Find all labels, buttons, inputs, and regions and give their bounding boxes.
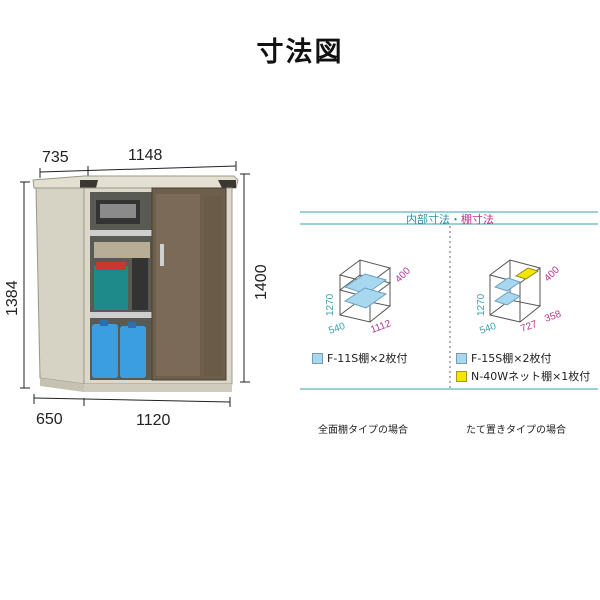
- interior-diagram-vertical: [488, 259, 542, 323]
- door-handle: [160, 244, 164, 266]
- top-depth-label: 735: [42, 149, 69, 166]
- right-shelf-depth-label: 400: [542, 264, 562, 284]
- interior-shelf: [90, 230, 152, 236]
- water-tank-cap: [128, 322, 136, 328]
- legend-label: F-11S棚×2枚付: [327, 352, 408, 365]
- legend-item: F-15S棚×2枚付: [456, 350, 552, 366]
- storage-box: [94, 242, 150, 258]
- yellow-swatch-icon: [456, 370, 467, 382]
- top-width-label: 1148: [128, 147, 163, 164]
- shelf-board: [493, 277, 522, 292]
- legend-item: F-11S棚×2枚付: [312, 350, 408, 366]
- water-tank: [92, 324, 118, 378]
- storage-shed-illustration: [32, 175, 239, 392]
- left-height-label: 1270: [325, 293, 336, 316]
- right-caption: たて置きタイプの場合: [466, 425, 566, 436]
- legend-label: F-15S棚×2枚付: [471, 352, 552, 365]
- storage-bin: [94, 266, 128, 310]
- left-height-label: 1384: [4, 280, 21, 316]
- legend-item: N-40Wネット棚×1枚付: [456, 368, 590, 384]
- right-width-b-label: 358: [543, 309, 563, 325]
- shed-roof: [32, 175, 239, 189]
- storage-bin-lid: [96, 262, 126, 270]
- roof-corner: [218, 180, 236, 188]
- shelf-board: [343, 287, 388, 309]
- toolbox-item: [100, 204, 136, 218]
- roof-corner: [80, 180, 98, 188]
- left-shelf-depth-label: 400: [393, 265, 413, 285]
- blue-swatch-icon: [312, 352, 323, 364]
- heading-separator: ・: [450, 213, 461, 226]
- right-height-label: 1270: [476, 293, 487, 316]
- shed-base: [84, 384, 232, 392]
- legend-label: N-40Wネット棚×1枚付: [471, 370, 591, 383]
- storage-item: [132, 258, 148, 310]
- shelf-board: [493, 291, 522, 306]
- shed-base: [40, 378, 84, 392]
- bottom-width-label: 1120: [136, 412, 171, 429]
- panel-header: 内部寸法・棚寸法: [300, 211, 600, 227]
- dimension-lines: [20, 161, 250, 407]
- right-depth-label: 540: [478, 321, 498, 337]
- water-tank-cap: [100, 320, 108, 326]
- shed-side-panel: [35, 187, 85, 385]
- water-tank: [120, 326, 146, 378]
- right-width-a-label: 727: [519, 319, 539, 335]
- bottom-depth-label: 650: [36, 411, 63, 428]
- door-panel: [156, 194, 200, 376]
- internal-dimension-heading: 内部寸法: [406, 213, 450, 226]
- left-caption: 全面棚タイプの場合: [318, 425, 408, 436]
- page-title: 寸法図: [256, 37, 344, 68]
- interior-shelf: [90, 312, 152, 318]
- left-width-label: 1112: [369, 318, 393, 336]
- shelf-dimension-heading: 棚寸法: [461, 213, 494, 226]
- door-perforation: [204, 196, 222, 376]
- blue-swatch-icon: [456, 352, 467, 364]
- right-height-label: 1400: [253, 264, 270, 300]
- interior-diagram-full-shelf: [338, 259, 392, 323]
- net-shelf: [514, 267, 540, 280]
- left-depth-label: 540: [327, 321, 347, 337]
